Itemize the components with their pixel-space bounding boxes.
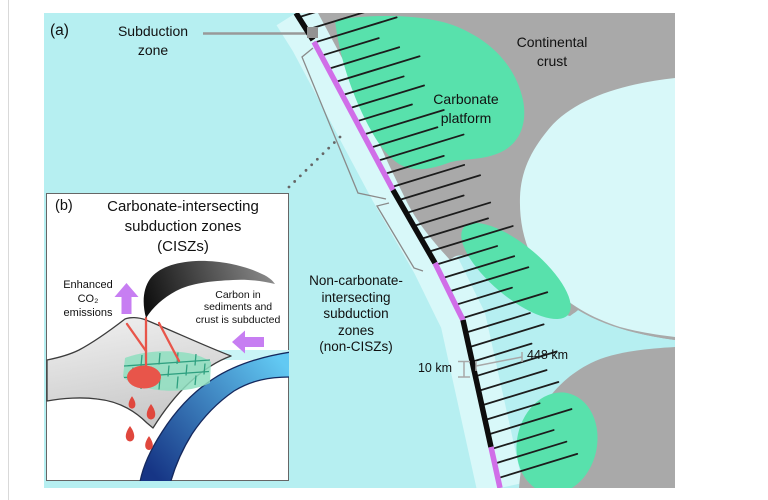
co2-emissions-label: Enhanced CO₂ emissions (63, 279, 113, 319)
carbonate-platform-1 (335, 16, 525, 170)
hatch-line (362, 109, 445, 136)
panel-a-label: (a) (50, 22, 69, 39)
hatch-line (420, 217, 489, 240)
hatch-line (376, 133, 465, 162)
trench-line (293, 13, 503, 488)
inset-title: Carbonate-intersecting subduction zones … (107, 198, 259, 255)
hatch-line (355, 103, 413, 123)
melt-droplet (125, 426, 135, 442)
hatch-line (341, 75, 405, 97)
hatch-line (313, 16, 398, 44)
subduction-zone-label: Subduction zone (117, 23, 189, 58)
noncisz-segment-bracket (375, 202, 424, 272)
inset-ocean-strip (205, 350, 289, 360)
map-panel (44, 13, 675, 488)
hatch-line (487, 408, 573, 436)
co2-up-arrow (114, 283, 139, 314)
hatch-line (327, 46, 401, 70)
subduction-left-arrow (232, 330, 264, 354)
hatch-line (348, 84, 425, 110)
hatch-line (493, 440, 568, 465)
melt-droplets (125, 396, 156, 451)
hatch-line (477, 369, 548, 392)
trench-marker-square (307, 27, 318, 38)
hatch-line (496, 453, 579, 480)
trench-hatch-marks (297, 13, 579, 480)
page-edge-artifact (8, 0, 9, 500)
magma-chamber (127, 365, 161, 389)
hatch-line (464, 312, 531, 334)
hatch-line (390, 164, 466, 189)
hatch-line (454, 286, 513, 306)
carbonate-platform-label: Carbonate platform (433, 91, 499, 126)
hatch-line (474, 350, 558, 378)
subducting-slab (139, 351, 289, 481)
hatch-line (297, 13, 316, 19)
scale-10km-label: 10 km (417, 361, 452, 375)
hatch-line (480, 381, 560, 407)
hatch-line (305, 13, 365, 31)
volcanic-plume (143, 260, 275, 318)
melt-droplet (146, 404, 156, 420)
hatch-line (490, 429, 555, 450)
bay (519, 78, 675, 337)
carbonate-platform-3 (516, 392, 598, 488)
hatch-line (320, 37, 380, 57)
hatch-line (369, 126, 439, 149)
hatch-line (334, 55, 421, 83)
scale-448km-line (475, 352, 523, 371)
panel-b-label: (b) (55, 198, 73, 214)
hatch-line (468, 323, 545, 349)
hatch-line (441, 255, 516, 280)
hatch-line (405, 194, 465, 214)
scale-10km-ibeam (458, 360, 470, 378)
melt-droplet (128, 396, 136, 409)
continental-crust-label: Continental crust (516, 34, 588, 69)
non-cisz-label: Non-carbonate- intersecting subduction z… (309, 273, 403, 355)
scale-448km-label2: 448 km (527, 348, 568, 362)
carbon-subducted-label: Carbon in sediments and crust is subduct… (195, 289, 281, 326)
inset-art (46, 260, 289, 481)
hatch-line (484, 402, 541, 421)
hatch-line (448, 266, 530, 293)
hatch-line (427, 225, 514, 253)
hatch-line (461, 291, 549, 320)
dotted-leader-line (287, 135, 342, 189)
melt-droplet (145, 436, 153, 451)
hatch-line (383, 154, 445, 175)
cisz-segment-bracket (301, 47, 387, 200)
hatch-line (412, 201, 492, 227)
hatch-line (434, 245, 498, 266)
hatch-line (397, 174, 482, 202)
hatch-line (471, 342, 533, 363)
magma-conduits (125, 316, 181, 369)
